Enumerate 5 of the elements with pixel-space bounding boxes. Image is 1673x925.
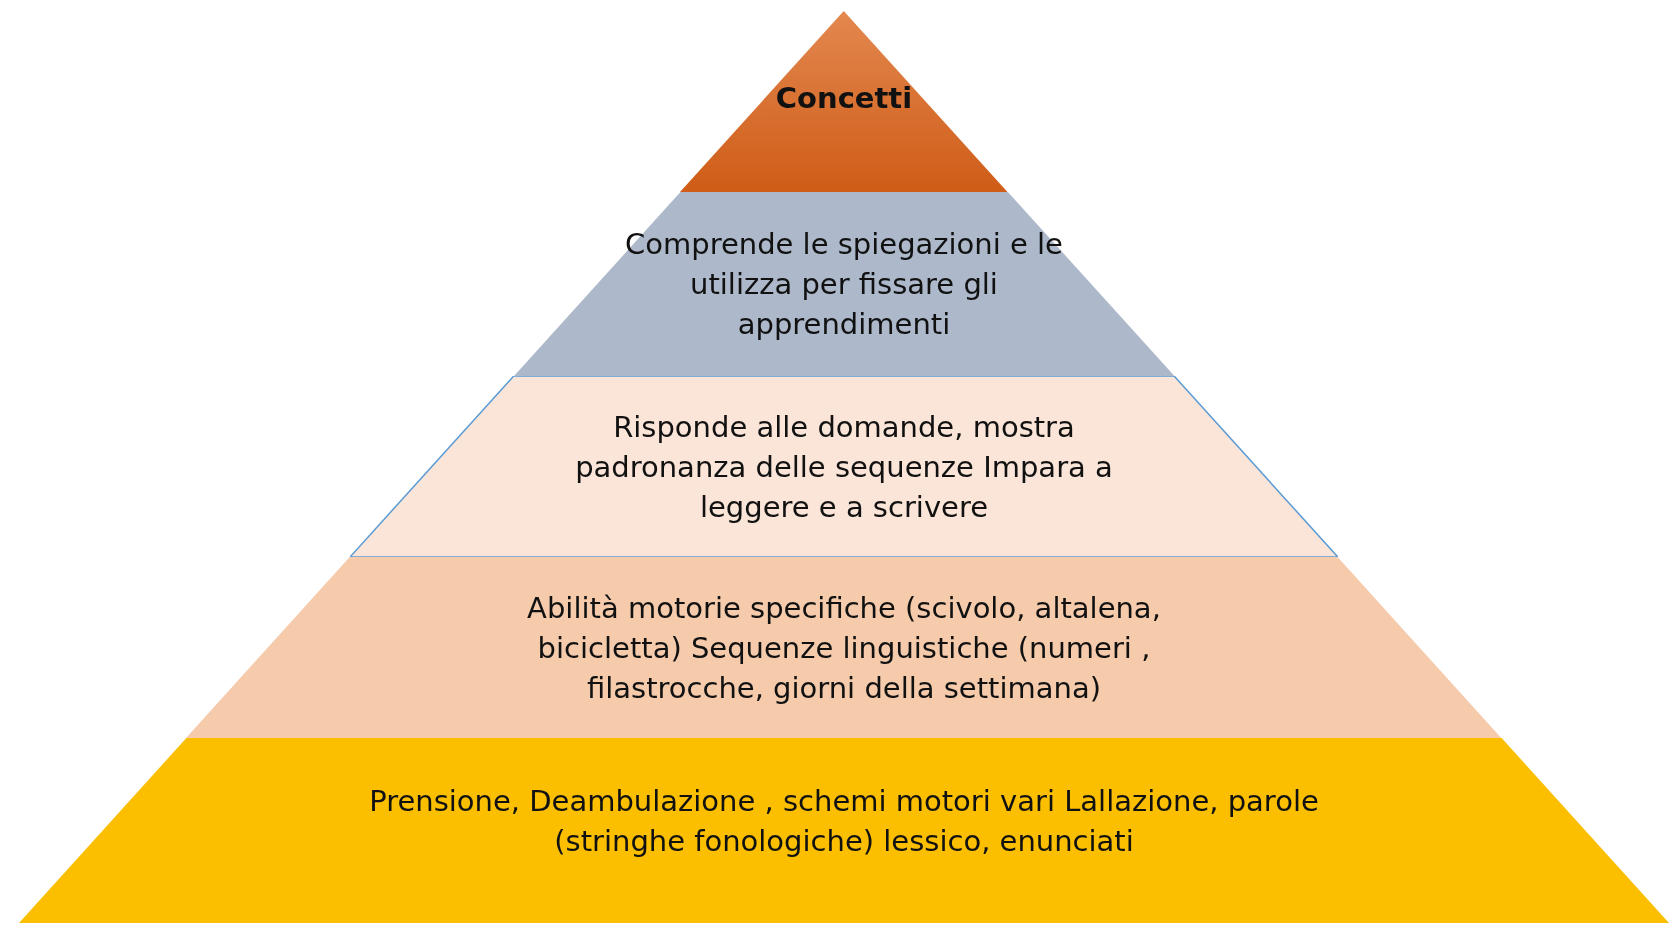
tier-label: Comprende le spiegazioni e le utilizza per fissare gli apprendimenti bbox=[624, 226, 1064, 343]
tier-label: Risponde alle domande, mostra padronanza delle sequenze Impara a leggere e a scrivere bbox=[574, 408, 1114, 526]
tier-label: Concetti bbox=[774, 79, 914, 117]
tier-label: Abilità motorie specifiche (scivolo, altalena, bicicletta) Sequenze linguistiche (numeri , filastrocche, giorni della settimana) bbox=[526, 589, 1162, 707]
tier-label: Prensione, Deambulazione , schemi motori vari Lallazione, parole (stringhe fonologiche) lessico, enunciati bbox=[368, 783, 1320, 861]
